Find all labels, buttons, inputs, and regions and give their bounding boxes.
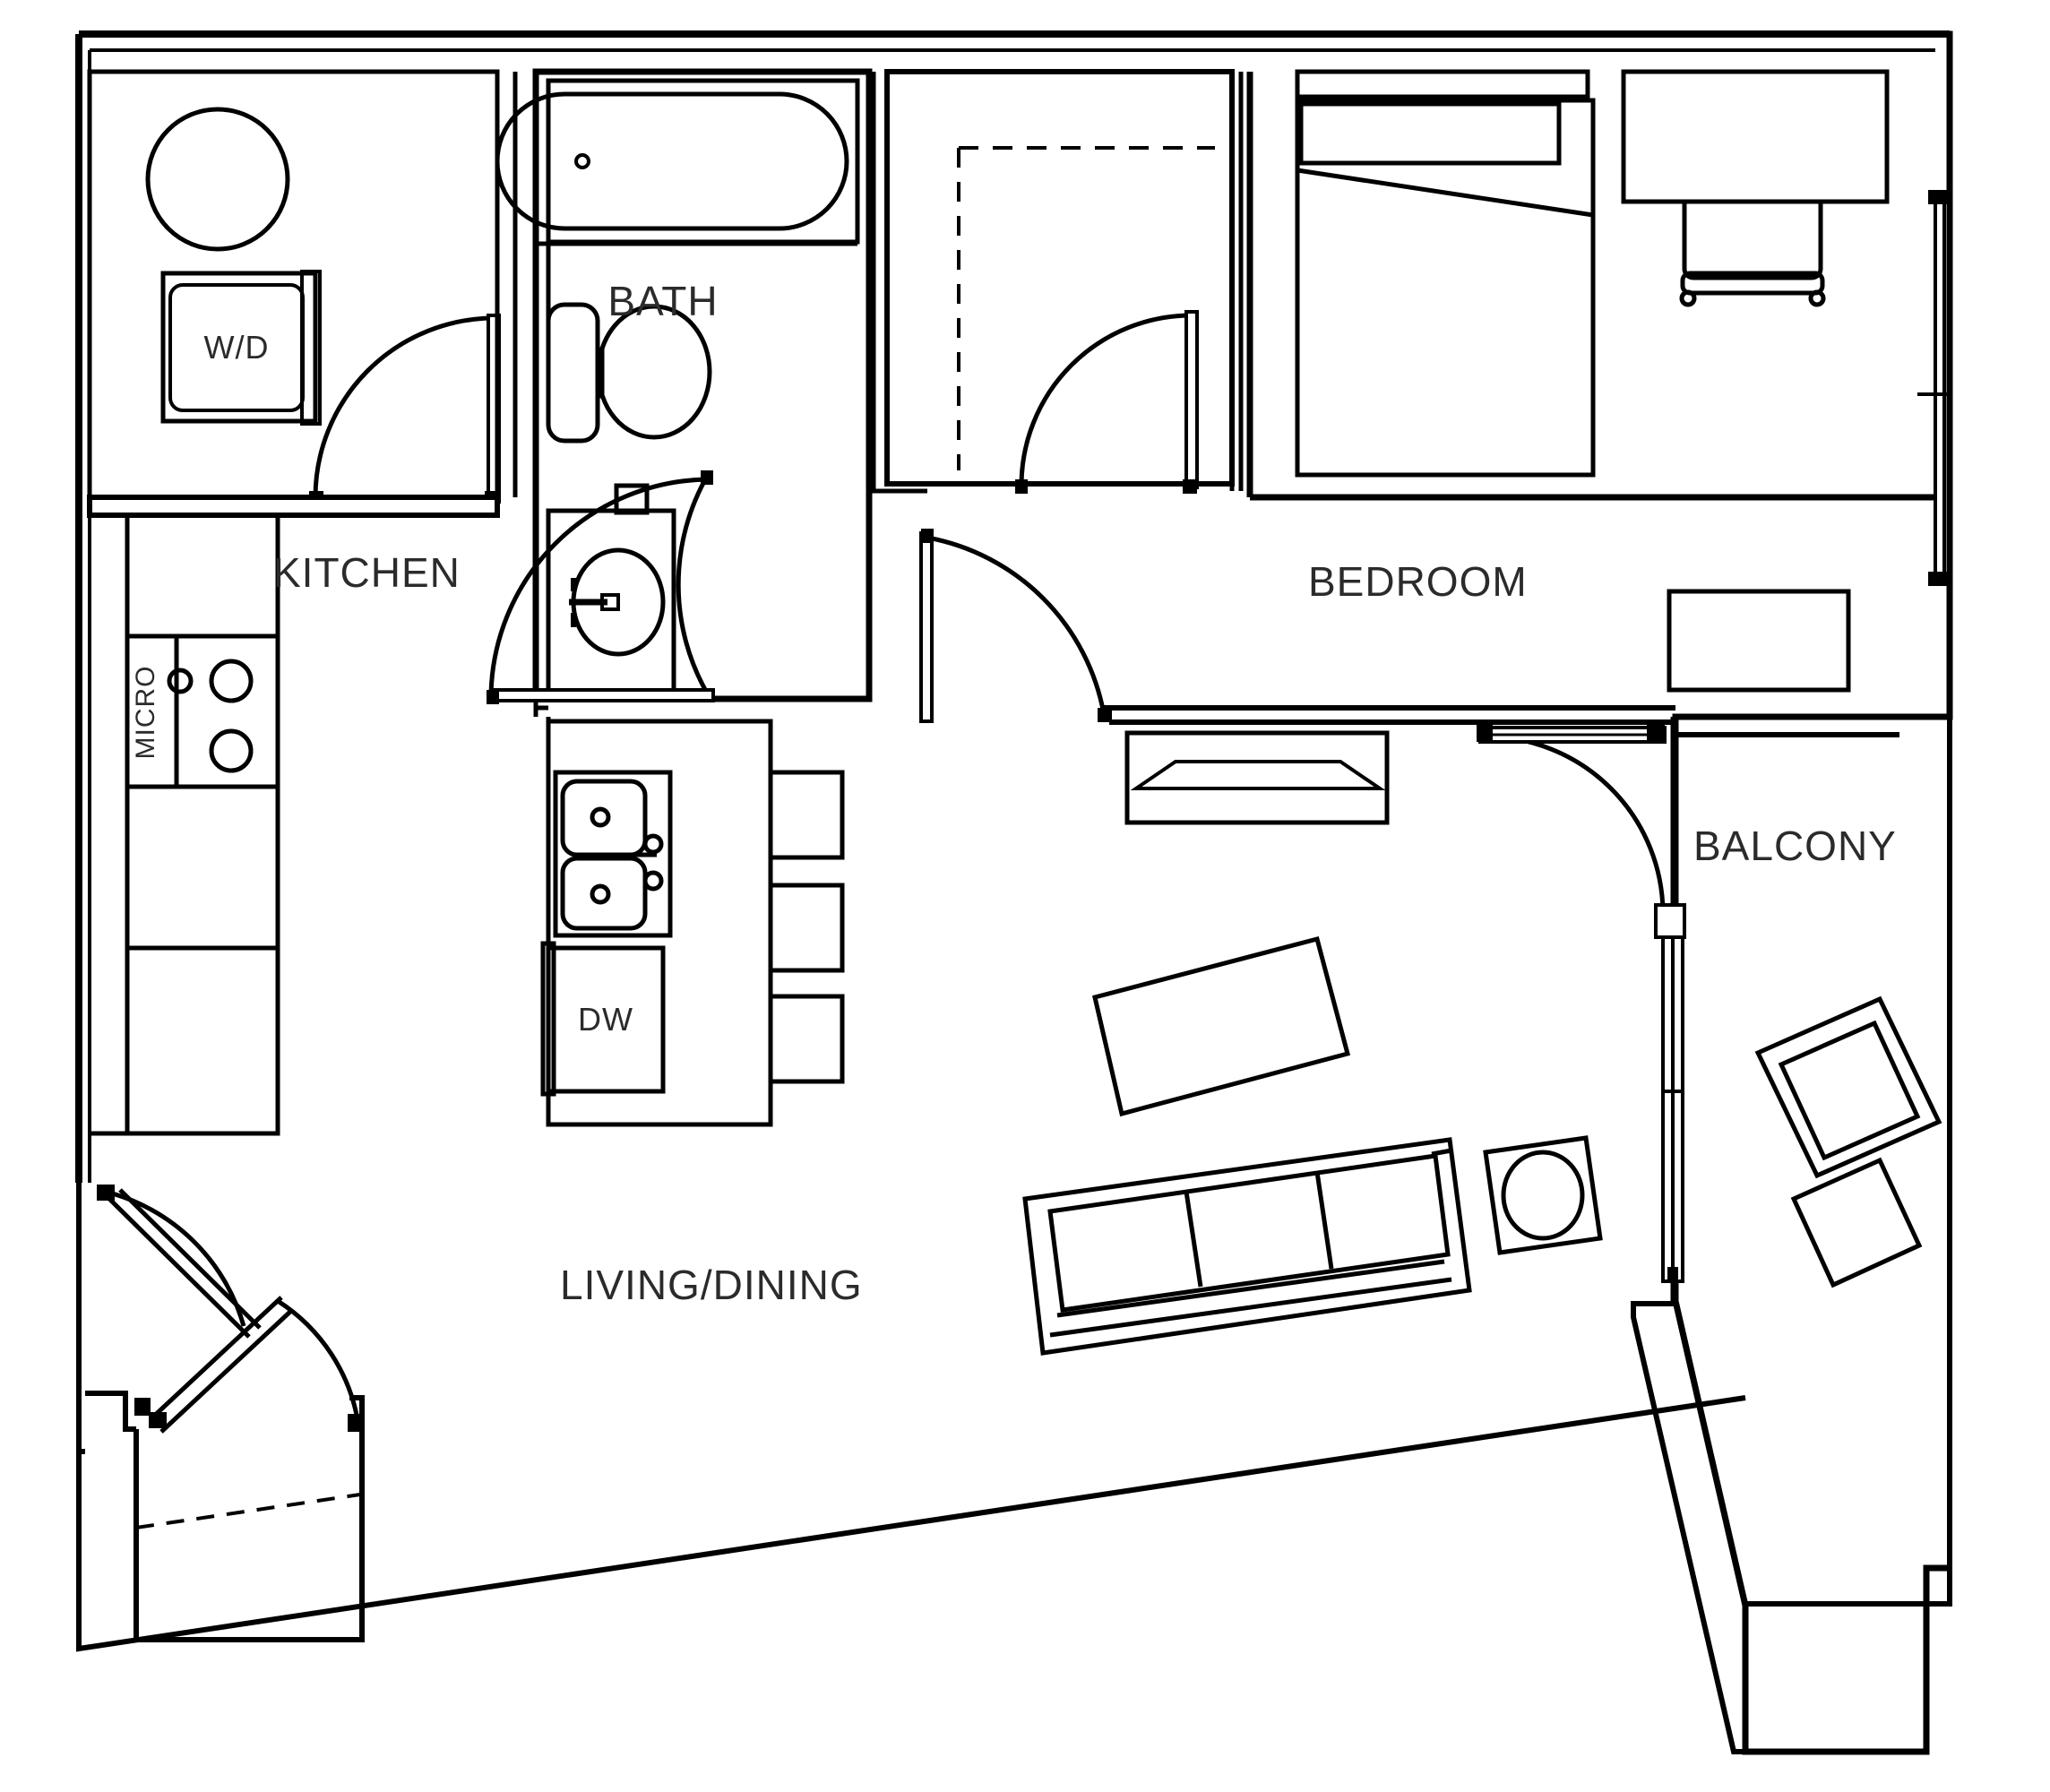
bedroom-door[interactable] xyxy=(919,529,1112,723)
dishwasher xyxy=(540,941,666,1097)
bedroom-east-window[interactable] xyxy=(1917,190,1950,586)
burner-small xyxy=(167,668,194,694)
washer-dryer xyxy=(160,271,318,424)
label-balcony: BALCONY xyxy=(1693,823,1897,869)
bedroom-walls xyxy=(1246,72,1935,501)
bar-stool-2 xyxy=(768,883,845,973)
label-living-dining: LIVING/DINING xyxy=(560,1262,863,1308)
balcony-side-table xyxy=(1790,1157,1923,1288)
label-bath: BATH xyxy=(607,278,718,324)
entry-closet-shelf-dashed xyxy=(135,1493,361,1529)
balcony-glass-rail[interactable] xyxy=(1661,912,1684,1283)
entry-door[interactable] xyxy=(97,1185,262,1416)
balcony-lounge-chair xyxy=(1754,995,1942,1179)
burner-rear xyxy=(209,728,254,773)
kitchen-laundry-wall xyxy=(87,495,500,518)
three-seat-sofa xyxy=(1022,1137,1472,1356)
bar-stool-1 xyxy=(768,770,845,860)
toilet xyxy=(546,258,712,444)
desk-chair xyxy=(1679,202,1826,307)
label-dishwasher: DW xyxy=(578,1001,633,1038)
coat-closet-door[interactable] xyxy=(149,1296,364,1434)
laundry-closet xyxy=(87,69,500,500)
water-heater-circle xyxy=(145,107,290,252)
dresser xyxy=(1667,589,1851,693)
bath-door[interactable] xyxy=(487,470,715,704)
balcony-door[interactable] xyxy=(1477,724,1686,939)
duvet-fold xyxy=(1296,168,1594,218)
end-table-with-lamp xyxy=(1483,1135,1603,1255)
interior-walls xyxy=(90,72,1244,722)
label-bedroom: BEDROOM xyxy=(1308,558,1528,605)
closet-shelf-dashed xyxy=(957,146,1215,470)
bedroom-south-wall xyxy=(1104,705,1675,725)
sofa-seat xyxy=(1047,1153,1451,1313)
walk-in-closet-door[interactable] xyxy=(1015,310,1199,494)
burner-front xyxy=(209,659,254,703)
bar-stools xyxy=(768,770,845,1084)
pillow xyxy=(1298,101,1562,166)
bath-wall-lines xyxy=(533,72,872,699)
media-console xyxy=(1124,730,1390,825)
label-washer-dryer: W/D xyxy=(204,329,270,366)
bar-stool-3 xyxy=(768,994,845,1084)
label-microwave: MICRO xyxy=(131,666,160,760)
queen-bed xyxy=(1295,69,1596,478)
tub-drain xyxy=(574,153,590,169)
entry-vestibule xyxy=(76,1192,1746,1652)
kitchen-double-sink xyxy=(553,770,673,938)
bath-wall-notch xyxy=(536,241,857,258)
coffee-table xyxy=(1092,935,1351,1117)
headboard xyxy=(1295,69,1590,99)
label-kitchen: KITCHEN xyxy=(273,549,461,596)
sofa-frame xyxy=(1022,1137,1472,1356)
building-outline xyxy=(79,30,1953,1755)
desk xyxy=(1621,69,1890,204)
